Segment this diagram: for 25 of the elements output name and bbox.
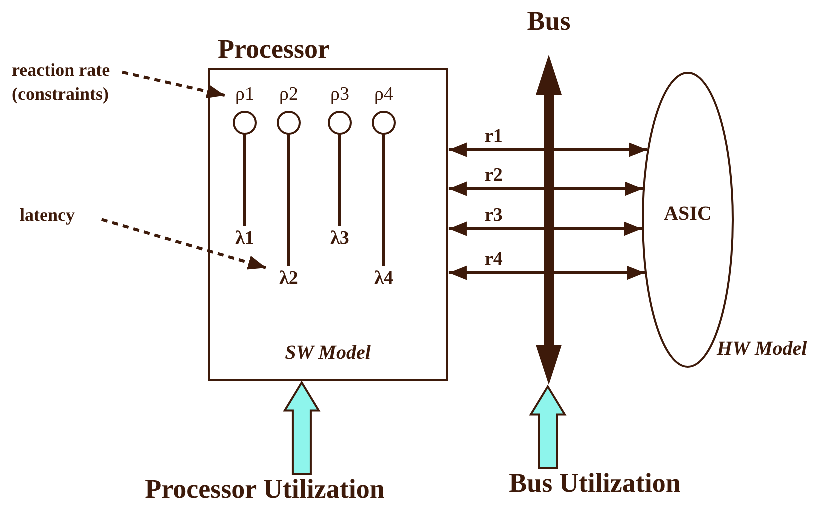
bus-title: Bus bbox=[526, 6, 572, 37]
rate-label: ρ2 bbox=[278, 84, 300, 106]
double-arrow bbox=[448, 142, 648, 158]
leader-line bbox=[101, 218, 267, 270]
latency-label: λ1 bbox=[234, 228, 256, 250]
rate-label: ρ4 bbox=[374, 84, 394, 106]
block-arrow bbox=[283, 380, 321, 475]
annotation-text: reaction rate (constraints) bbox=[12, 58, 142, 106]
processor-title: Processor bbox=[218, 34, 330, 65]
block-arrow bbox=[529, 384, 567, 469]
rate-label: ρ1 bbox=[234, 84, 256, 106]
latency-label: λ3 bbox=[330, 228, 350, 250]
model-label: SW Model bbox=[284, 342, 372, 365]
rate-label: ρ3 bbox=[330, 84, 350, 106]
leader-line bbox=[122, 70, 226, 99]
caption-text: Bus Utilization bbox=[470, 468, 720, 499]
latency-label: λ4 bbox=[374, 268, 394, 290]
double-arrow bbox=[448, 182, 643, 196]
double-arrow bbox=[448, 222, 642, 236]
asic-label: ASIC bbox=[663, 203, 713, 226]
model-label: HW Model bbox=[717, 338, 808, 361]
caption-text: Processor Utilization bbox=[100, 474, 430, 505]
annotation-text: latency bbox=[20, 205, 110, 226]
latency-label: λ2 bbox=[278, 268, 300, 290]
double-arrow bbox=[448, 266, 646, 280]
